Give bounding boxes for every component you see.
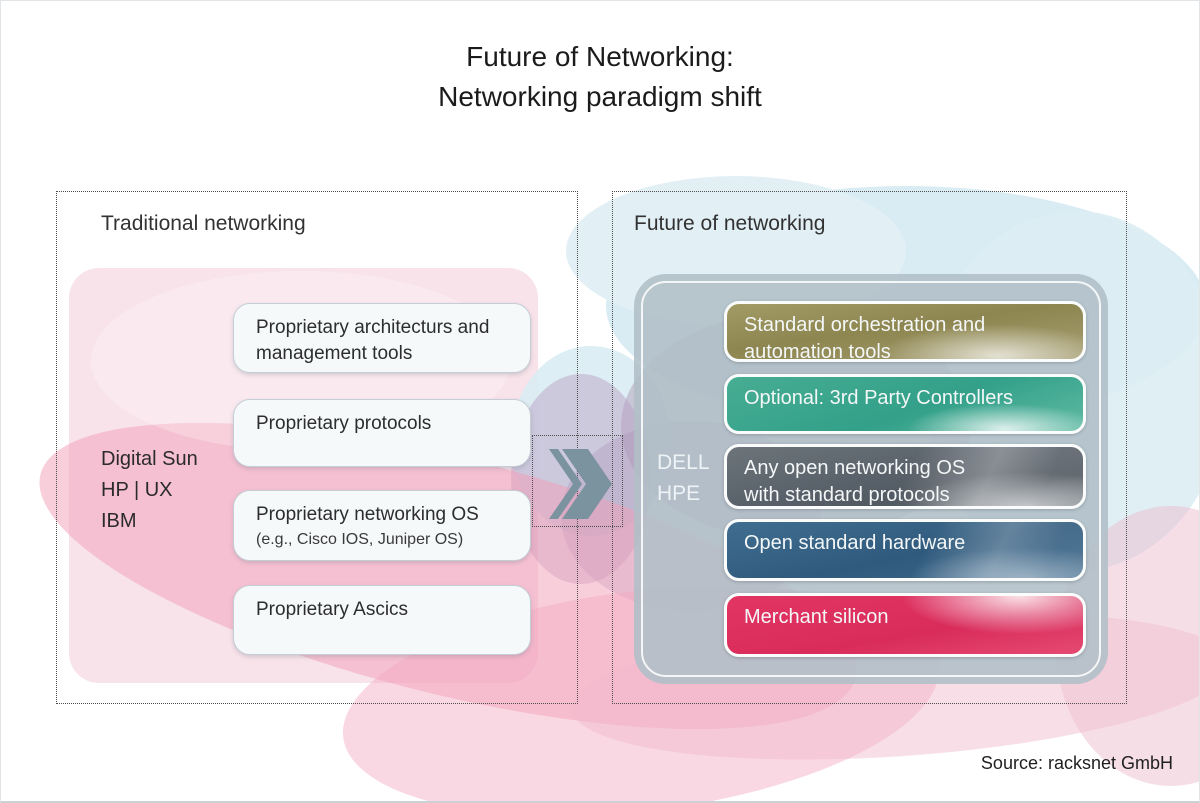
future-item-bar: Merchant silicon — [724, 593, 1086, 657]
double-chevron-right-icon — [548, 447, 614, 521]
card-label: management tools — [256, 343, 413, 364]
future-item-bar: Any open networking OS with standard pro… — [724, 444, 1086, 509]
future-vendors-label: DELL HPE — [657, 447, 710, 509]
card-label: Proprietary networking OS — [256, 504, 479, 525]
traditional-vendors-label: Digital Sun HP | UX IBM — [101, 444, 198, 537]
traditional-item-card: Proprietary networking OS (e.g., Cisco I… — [233, 490, 531, 561]
page-title-line1: Future of Networking: — [466, 41, 734, 72]
bar-label: Open standard hardware — [744, 532, 966, 554]
bar-label: automation tools — [744, 341, 891, 363]
traditional-item-card: Proprietary architecturs and management … — [233, 303, 531, 373]
vendor-line: DELL — [657, 451, 710, 474]
traditional-networking-frame — [56, 191, 578, 704]
transition-arrow-frame — [532, 435, 623, 527]
vendor-line: HP | UX — [101, 479, 173, 501]
vendor-line: HPE — [657, 482, 701, 505]
card-label: Proprietary protocols — [256, 413, 432, 434]
vendor-line: Digital Sun — [101, 448, 198, 470]
future-item-bar: Optional: 3rd Party Controllers — [724, 374, 1086, 434]
card-label: Proprietary architecturs and — [256, 317, 490, 338]
vendor-line: IBM — [101, 510, 137, 532]
card-sublabel: (e.g., Cisco IOS, Juniper OS) — [256, 531, 464, 548]
page-title: Future of Networking: Networking paradig… — [300, 37, 900, 117]
bar-label: Merchant silicon — [744, 606, 889, 628]
source-label: Source: racksnet GmbH — [980, 753, 1173, 773]
future-networking-header: Future of networking — [634, 212, 826, 235]
card-label: Proprietary Ascics — [256, 599, 409, 620]
traditional-item-card: Proprietary Ascics — [233, 585, 531, 655]
future-item-bar: Standard orchestration and automation to… — [724, 301, 1086, 363]
future-networking-frame — [612, 191, 1127, 704]
bar-label: Standard orchestration and — [744, 314, 986, 336]
bar-label: Optional: 3rd Party Controllers — [744, 387, 1014, 409]
bar-label: Any open networking OS — [744, 457, 966, 479]
future-item-bar: Open standard hardware — [724, 519, 1086, 581]
page-title-line2: Networking paradigm shift — [438, 81, 762, 112]
traditional-networking-header: Traditional networking — [101, 212, 306, 235]
bar-label: with standard protocols — [744, 484, 950, 506]
traditional-item-card: Proprietary protocols — [233, 399, 531, 467]
